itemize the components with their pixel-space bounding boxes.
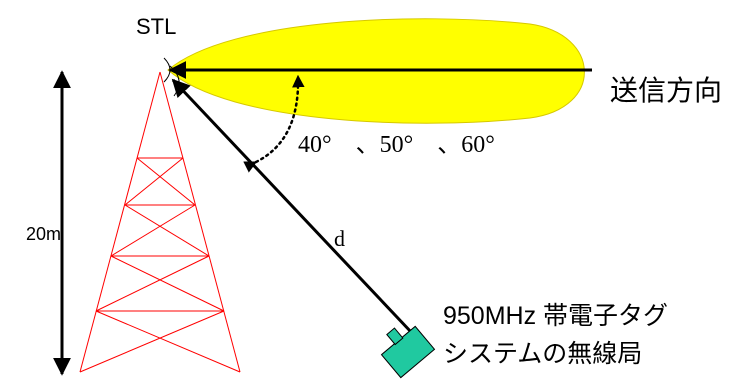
angle-arc xyxy=(243,74,305,173)
distance-label: d xyxy=(334,226,345,251)
stl-antenna-mark xyxy=(163,57,171,83)
station-label-line1: 950MHz 帯電子タグ xyxy=(443,302,668,330)
transmission-direction-label: 送信方向 xyxy=(610,75,722,106)
tower xyxy=(79,71,241,373)
angle-values-label: 40° 、50° 、60° xyxy=(298,132,495,158)
height-label: 20m xyxy=(26,224,61,244)
radio-station-device xyxy=(380,325,436,379)
distance-line xyxy=(171,78,414,335)
stl-label: STL xyxy=(136,14,176,39)
station-label-line2: システムの無線局 xyxy=(443,340,642,368)
